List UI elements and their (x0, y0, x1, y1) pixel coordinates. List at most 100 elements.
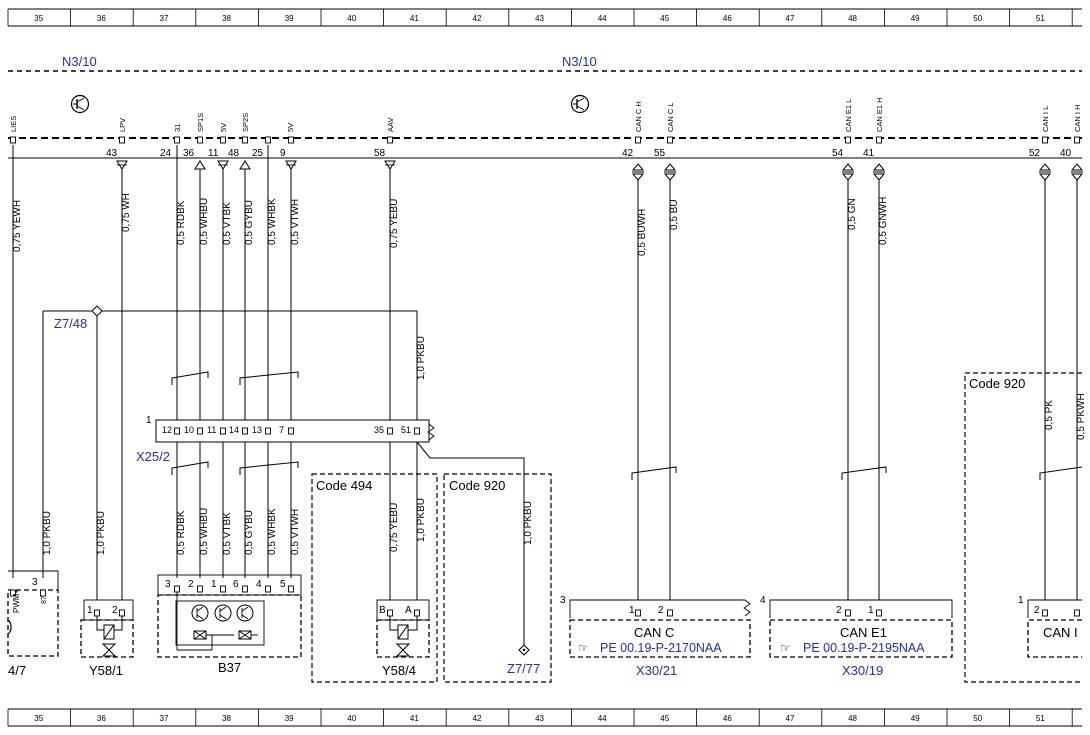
component-index: 4 (760, 595, 766, 606)
ruler-number: 47 (786, 14, 795, 23)
x25-pin: 35 (374, 425, 384, 435)
splice-z748[interactable]: Z7/48 (54, 305, 103, 331)
wire-label: 0,5 VTBK (222, 202, 233, 245)
wire-label: 0,5 WHBK (267, 198, 278, 245)
component-label-x30-21[interactable]: X30/21 (636, 663, 677, 678)
component-x30-21[interactable]: 3 1 2 CAN C ☞ PE 00.19-P-2170NAA X30/21 (560, 595, 751, 678)
ruler-number: 35 (34, 14, 43, 23)
wire-label: 1,0 PKBU (416, 498, 427, 542)
x25-pin: 51 (401, 425, 411, 435)
pin-name-sp2s: SP2S (241, 113, 250, 132)
code-label: Code 494 (316, 478, 372, 493)
component-label-y58-1[interactable]: Y58/1 (89, 663, 123, 678)
pin-number: 43 (106, 148, 118, 159)
ruler-number: 35 (34, 714, 43, 723)
component-b37[interactable]: 3 2 1 6 4 5 B37 (157, 574, 302, 675)
code-494-box: Code 494 (311, 473, 438, 683)
ruler-number: 40 (347, 714, 356, 723)
wire-label: 0,5 BU (669, 199, 680, 230)
component-left-partial[interactable]: 3 PWM+ 87 4/7 (7, 570, 59, 678)
pin-number: 24 (160, 148, 172, 159)
code-label: Code 920 (449, 478, 505, 493)
pin-name-can-e1-l: CAN E1 L (844, 99, 853, 132)
component-label-b37[interactable]: B37 (218, 660, 241, 675)
ruler-number: 43 (535, 714, 544, 723)
ruler-number: 41 (410, 714, 419, 723)
x25-pin-labels: 12 10 11 14 13 7 35 51 (162, 425, 411, 435)
wire-label: 0,5 BUWH (637, 209, 648, 256)
pin-number: 9 (280, 148, 286, 159)
pin-name-can-i-l: CAN I L (1041, 106, 1050, 132)
pin-number: 3 (32, 577, 38, 588)
pin-number: 42 (622, 148, 634, 159)
pin-name-can-c-l: CAN C L (666, 102, 675, 132)
reference-link-can-e1[interactable]: PE 00.19-P-2195NAA (803, 641, 925, 655)
pin-name-pwm: PWM+ (12, 588, 21, 613)
pin-number: 2 (112, 605, 118, 616)
pin-number: 4 (256, 579, 262, 590)
wire-label: 0,5 VTWH (290, 509, 301, 555)
pin-number: 6 (233, 579, 239, 590)
ruler-number: 42 (473, 714, 482, 723)
pin-number: 40 (1060, 148, 1072, 159)
pin-number: 2 (188, 579, 194, 590)
pin-name-87: 87 (41, 596, 48, 604)
wire-label: 0,5 PK (1044, 400, 1055, 430)
pin-number: 2 (1034, 605, 1040, 616)
pin-name-sp1s: SP1S (196, 113, 205, 132)
wire-label: 1,0 PKBU (523, 501, 534, 545)
pin-number: 1 (87, 605, 93, 616)
splice-label-z748[interactable]: Z7/48 (54, 316, 87, 331)
component-index: 3 (560, 595, 566, 606)
pin-number-group: 43 24 36 11 48 25 9 58 42 55 54 41 52 40 (106, 148, 1072, 159)
pin-number: 54 (832, 148, 844, 159)
pin-name-group: LIES LPV 31 SP1S 5V SP2S 5V AAV CAN C H … (9, 97, 1082, 132)
connector-x25-2[interactable]: 1 X25/2 12 10 11 14 13 7 35 51 (136, 415, 435, 464)
pin-name-aav: AAV (386, 118, 395, 132)
pin-number: 1 (868, 605, 874, 616)
ruler-number: 48 (848, 14, 857, 23)
connector-label-x25-2[interactable]: X25/2 (136, 449, 170, 464)
wire-label: 1,0 PKBU (96, 511, 107, 555)
wire-label: 1,0 PKBU (416, 336, 427, 380)
pin-number: 1 (211, 579, 217, 590)
pin-number: 25 (252, 148, 264, 159)
wire-labels-upper: 0,75 YEWH 0,75 WH 0,5 RDBK 0,5 WHBU 0,5 … (12, 193, 1087, 440)
wire-label: 0,5 PKWH (1076, 393, 1087, 440)
ruler-number: 41 (410, 14, 419, 23)
pin-number: A (405, 605, 412, 616)
pin-number: B (379, 605, 386, 616)
ruler-number: 50 (973, 714, 982, 723)
splice-z777[interactable]: Z7/77 (507, 644, 540, 676)
component-x30-19[interactable]: 4 2 1 CAN E1 ☞ PE 00.19-P-2195NAA X30/19 (760, 595, 953, 678)
pin-number: 36 (183, 148, 195, 159)
pin-name-can-c-h: CAN C H (634, 101, 643, 132)
pin-name-lies: LIES (9, 116, 18, 132)
pin-number: 52 (1029, 148, 1041, 159)
ruler-number: 44 (598, 714, 607, 723)
component-label-y58-4[interactable]: Y58/4 (382, 663, 416, 678)
ruler-number: 45 (660, 714, 669, 723)
ruler-bottom: 353637383940414243444546474849505152 (7, 708, 1082, 727)
transistor-icon (570, 94, 590, 114)
module-label-right[interactable]: N3/10 (562, 54, 597, 69)
wire-label: 0,5 WHBU (199, 198, 210, 245)
connector-index: 1 (146, 415, 152, 426)
component-can-i-partial[interactable]: 1 2 CAN I (1018, 595, 1082, 658)
code-920-box: Code 920 (443, 473, 552, 683)
splice-label-z777[interactable]: Z7/77 (507, 661, 540, 676)
x25-pin: 12 (162, 425, 172, 435)
pin-number: 58 (374, 148, 386, 159)
component-y58-4[interactable]: B A Y58/4 (376, 599, 430, 678)
module-label-left[interactable]: N3/10 (62, 54, 97, 69)
wire-label: 0,5 GYBU (244, 510, 255, 555)
wire-label: 0,5 GN (847, 198, 858, 230)
pin-number: 1 (629, 605, 635, 616)
ruler-number: 40 (347, 14, 356, 23)
reference-link-can-c[interactable]: PE 00.19-P-2170NAA (600, 641, 722, 655)
pin-name-can-e1-h: CAN E1 H (875, 97, 884, 132)
pin-number: 3 (165, 579, 171, 590)
component-y58-1[interactable]: 1 2 Y58/1 (80, 599, 134, 678)
component-label-left[interactable]: 4/7 (8, 663, 26, 678)
component-label-x30-19[interactable]: X30/19 (842, 663, 883, 678)
